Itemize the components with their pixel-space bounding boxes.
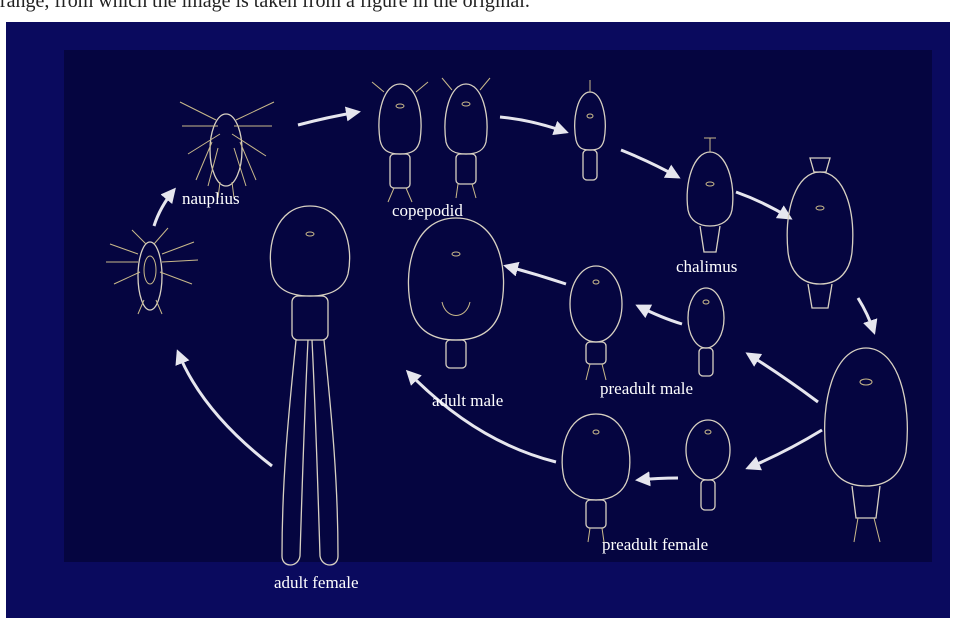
lifecycle-diagram: nauplius copepodid chalimus adult male p…: [6, 22, 950, 618]
label-nauplius: nauplius: [182, 189, 240, 208]
caption-strip: range, from which the image is taken fro…: [0, 0, 956, 24]
caption-text: range, from which the image is taken fro…: [0, 0, 530, 13]
label-adult-male: adult male: [432, 391, 503, 410]
label-preadult-male: preadult male: [600, 379, 693, 398]
image-panel: [64, 50, 932, 562]
label-preadult-female: preadult female: [602, 535, 708, 554]
label-chalimus: chalimus: [676, 257, 737, 276]
label-adult-female: adult female: [274, 573, 359, 592]
lifecycle-slide: nauplius copepodid chalimus adult male p…: [6, 22, 950, 618]
label-copepodid: copepodid: [392, 201, 463, 220]
